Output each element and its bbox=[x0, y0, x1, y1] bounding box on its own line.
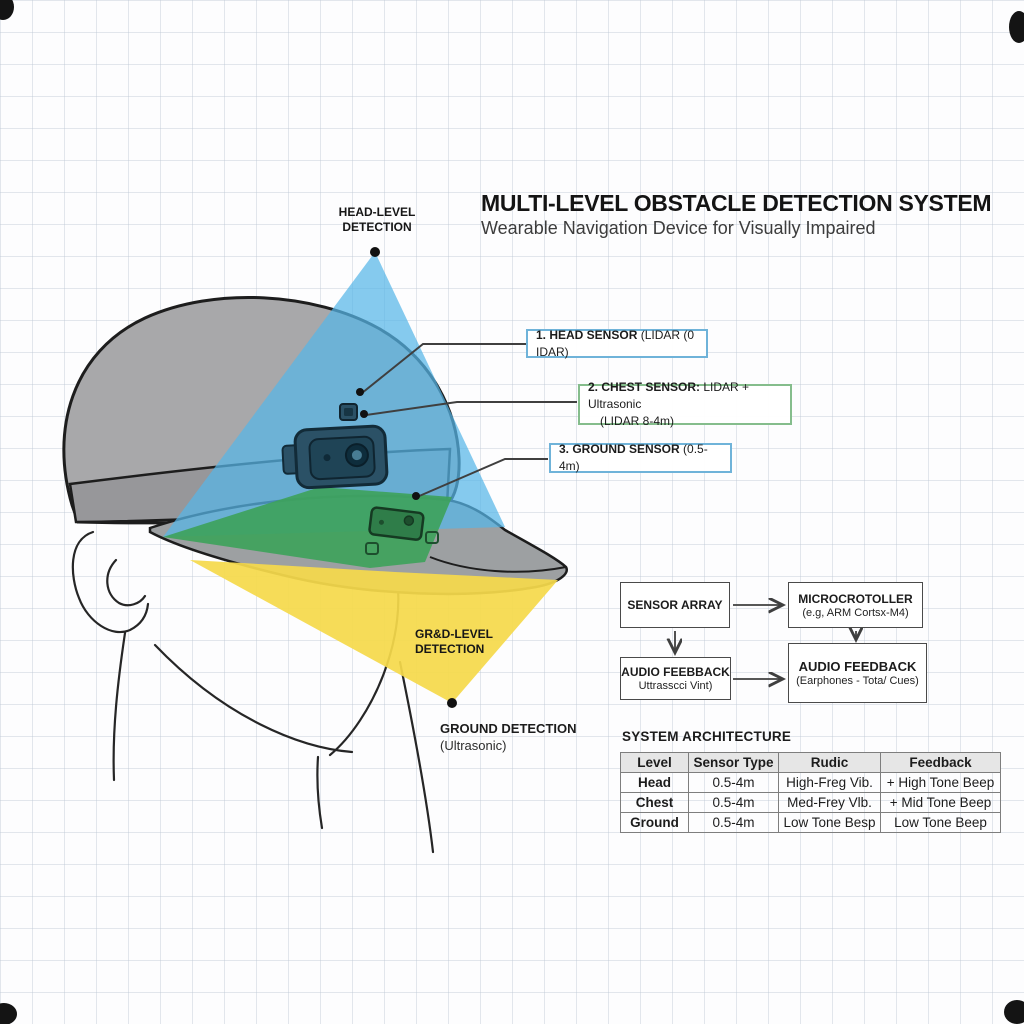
page-title: MULTI-LEVEL OBSTACLE DETECTION SYSTEM bbox=[481, 190, 992, 216]
flowchart-arrows bbox=[675, 605, 856, 679]
chest-sensor-dot bbox=[360, 410, 368, 418]
table-row: Ground 0.5-4m Low Tone Besp Low Tone Bee… bbox=[620, 812, 1001, 833]
person-head-outline bbox=[71, 530, 435, 854]
ground-zone-dot bbox=[447, 698, 457, 708]
callout-leader-lines bbox=[361, 343, 577, 498]
head-detection-zone bbox=[163, 252, 505, 537]
camera-module bbox=[281, 424, 389, 490]
head-level-detection-label: HEAD-LEVEL DETECTION bbox=[338, 205, 416, 234]
page-subtitle: Wearable Navigation Device for Visually … bbox=[481, 218, 876, 238]
anchor-dots bbox=[356, 247, 457, 708]
brim-edge-line bbox=[429, 556, 567, 573]
callout-ground-sensor: 3. GROUND SENSOR (0.5-4m) bbox=[549, 442, 732, 473]
ground-level-detection-label: GR&D-LEVEL DETECTION bbox=[415, 627, 493, 656]
architecture-table: Level Sensor Type Rudic Feedback Head 0.… bbox=[620, 752, 1001, 833]
table-row: Head 0.5-4m High-Freg Vib. + High Tone B… bbox=[620, 772, 1001, 793]
ground-sensor-dot bbox=[412, 492, 420, 500]
system-architecture-heading: SYSTEM ARCHITECTURE bbox=[622, 729, 792, 744]
table-header-row: Level Sensor Type Rudic Feedback bbox=[620, 752, 1001, 773]
brim-sensor bbox=[368, 506, 425, 541]
brim-port-right bbox=[425, 531, 439, 544]
flow-node-microcontroller: MICROCROTOLLER (e.g, ARM Cortsx-M4) bbox=[788, 582, 923, 628]
apex-dot bbox=[370, 247, 380, 257]
flow-node-audio-feedback-1: AUDIO FEEBBACK Uttrasscci Vint) bbox=[620, 657, 731, 700]
table-row: Chest 0.5-4m Med-Frey Vlb. + Mid Tone Be… bbox=[620, 792, 1001, 813]
flow-node-sensor-array: SENSOR ARRAY bbox=[620, 582, 730, 628]
head-sensor-dot bbox=[356, 388, 364, 396]
brim-port-left bbox=[365, 542, 379, 555]
ground-detection-zone bbox=[190, 560, 558, 703]
flow-node-audio-feedback-2: AUDIO FEEDBACK (Earphones - Tota/ Cues) bbox=[788, 643, 927, 703]
ground-detection-label: GROUND DETECTION (Ultrasonic) bbox=[440, 721, 577, 753]
callout-head-sensor: 1. HEAD SENSOR (LIDAR (0 IDAR) bbox=[526, 328, 708, 359]
camera-indicator-dot bbox=[323, 454, 331, 462]
callout-chest-sensor: 2. CHEST SENSOR: LIDAR + Ultrasonic (LID… bbox=[578, 380, 792, 428]
chest-sensor bbox=[339, 403, 358, 421]
